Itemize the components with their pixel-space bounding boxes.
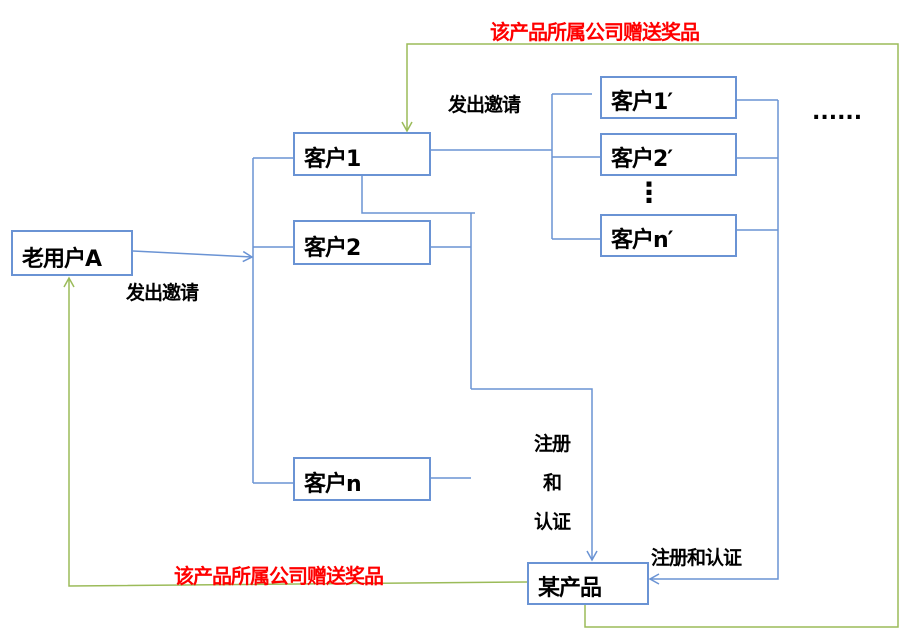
- invite-label-left: 发出邀请: [126, 282, 199, 304]
- branch-right: [431, 93, 600, 240]
- customer-1-box: 客户1: [293, 132, 431, 176]
- reward-arrow-bottom: [63, 276, 528, 587]
- old-user-label: 老用户A: [22, 247, 102, 272]
- register-label-part: 注册: [533, 433, 571, 455]
- customer-1p-box: 客户1′: [600, 76, 737, 119]
- customer-2-label: 客户2: [304, 236, 361, 261]
- customer-2-box: 客户2: [293, 220, 431, 265]
- customer-1-label: 客户1: [304, 147, 361, 172]
- customer-n-box: 客户n: [293, 457, 431, 501]
- branch-left: [252, 157, 300, 484]
- reward-label-top: 该产品所属公司赠送奖品: [490, 20, 700, 44]
- customer-1p-label: 客户1′: [611, 90, 673, 115]
- customer-n-label: 客户n: [304, 472, 362, 497]
- invite-label-top: 发出邀请: [448, 94, 521, 116]
- register-collector: [361, 176, 592, 560]
- ellipsis-horizontal: ......: [812, 100, 863, 125]
- product-label: 某产品: [538, 576, 602, 601]
- register-label-right: 注册和认证: [651, 547, 742, 569]
- customer-np-label: 客户n′: [611, 228, 673, 253]
- register-label-part: 认证: [533, 511, 571, 533]
- reward-label-bottom: 该产品所属公司赠送奖品: [174, 564, 384, 588]
- register-collector-right: [650, 99, 779, 579]
- customer-np-box: 客户n′: [600, 214, 737, 257]
- invite-arrow-a: [132, 250, 254, 263]
- old-user-box: 老用户A: [11, 230, 133, 276]
- ellipsis-vertical: ⋮: [635, 176, 663, 209]
- reward-arrow-top: [401, 43, 899, 628]
- register-label-part: 和: [542, 472, 562, 494]
- product-box: 某产品: [527, 562, 649, 605]
- register-label-vertical: 注册 和 认证: [530, 425, 574, 542]
- customer-2p-label: 客户2′: [611, 147, 673, 172]
- customer-2p-box: 客户2′: [600, 133, 737, 176]
